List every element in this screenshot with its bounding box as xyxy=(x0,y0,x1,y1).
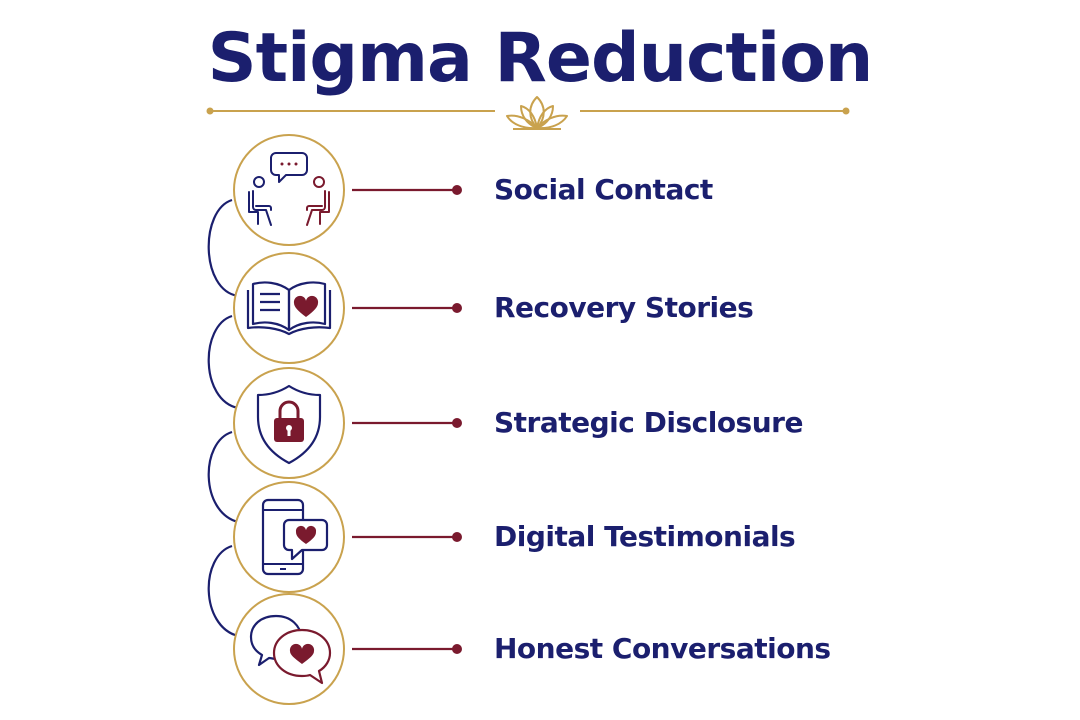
phone-message-heart-icon xyxy=(261,498,329,576)
item-label-social-contact: Social Contact xyxy=(494,173,713,206)
conversation-people-icon xyxy=(248,152,330,226)
connector-1 xyxy=(352,185,462,195)
shield-lock-icon xyxy=(256,384,322,465)
lotus-icon xyxy=(506,96,568,130)
title-divider xyxy=(206,96,850,130)
item-label-strategic-disclosure: Strategic Disclosure xyxy=(494,406,803,439)
connector-chain xyxy=(207,198,239,638)
item-label-honest-conversations: Honest Conversations xyxy=(494,632,831,665)
connector-2 xyxy=(352,303,462,313)
book-heart-icon xyxy=(246,281,332,336)
icon-circle-1 xyxy=(233,134,345,246)
speech-bubbles-heart-icon xyxy=(249,614,332,685)
item-label-recovery-stories: Recovery Stories xyxy=(494,291,754,324)
item-label-digital-testimonials: Digital Testimonials xyxy=(494,520,796,553)
connector-3 xyxy=(352,418,462,428)
connector-5 xyxy=(352,644,462,654)
item-connectors xyxy=(352,185,462,654)
connector-4 xyxy=(352,532,462,542)
page-title: Stigma Reduction xyxy=(207,19,874,98)
